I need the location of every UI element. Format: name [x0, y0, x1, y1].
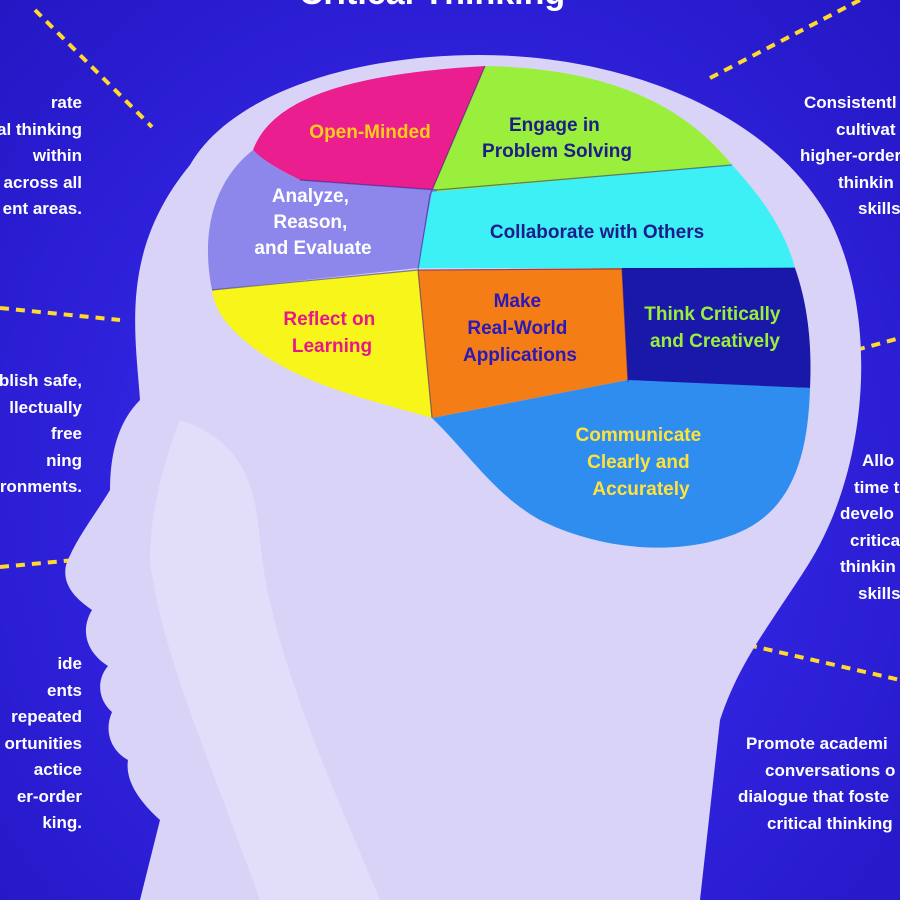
region-labels: Open-Minded Engage in Problem Solving An…: [254, 115, 785, 500]
right-text-1: Consistentl cultivat higher-order thinki…: [798, 90, 900, 223]
text-line: er-order: [16, 786, 82, 806]
label-collaborate: Collaborate with Others: [490, 222, 704, 243]
label-reflect: Reflect on Learning: [283, 309, 380, 357]
text-line: develo: [840, 504, 894, 523]
text-line: free: [50, 424, 82, 443]
text-line: Consistentl: [804, 93, 897, 112]
text-line: within: [32, 146, 82, 165]
left-text-1: rate al thinking within across all ent a…: [0, 90, 82, 223]
text-line: dialogue that foste: [738, 787, 890, 806]
text-line: al thinking: [0, 119, 82, 139]
region-collaborate: [418, 165, 795, 268]
right-text-3: Promote academi conversations o dialogue…: [736, 731, 895, 837]
text-line: king.: [42, 813, 82, 832]
text-line: conversations o: [765, 760, 896, 780]
label-engage: Engage in Problem Solving: [482, 115, 632, 162]
region-reflect: [212, 270, 432, 418]
text-line: Promote academi: [746, 734, 888, 753]
left-text-2: blish safe, llectually free ning ironmen…: [0, 368, 82, 501]
text-line: ide: [57, 654, 82, 673]
text-line: Allo: [862, 451, 895, 470]
text-line: skills: [858, 199, 900, 218]
text-line: actice: [33, 760, 82, 779]
text-line: thinkin: [840, 557, 896, 576]
text-line: ning: [46, 450, 82, 470]
text-line: time t: [854, 477, 900, 497]
text-line: higher-order: [800, 146, 900, 165]
brain-regions: [207, 65, 811, 548]
connector-line: [855, 336, 900, 352]
label-make: Make Real-World Applications: [463, 291, 577, 366]
text-line: across all: [3, 172, 82, 192]
text-line: rate: [50, 93, 82, 112]
connector-line: [747, 643, 900, 682]
text-line: ent areas.: [2, 199, 82, 218]
region-engage: [430, 66, 732, 195]
connector-line: [709, 0, 861, 80]
region-separators: [211, 65, 796, 419]
connector-line: [0, 558, 76, 569]
label-communicate: Communicate Clearly and Accurately: [576, 425, 707, 500]
title-text: Critical Thinking: [299, 0, 565, 12]
connector-line: [33, 8, 154, 129]
right-text-2: Allo time t develo critica thinkin skill…: [838, 448, 900, 607]
text-line: cultivat: [836, 119, 896, 139]
region-analyze: [207, 150, 437, 290]
text-line: repeated: [11, 707, 82, 726]
connector-line: [0, 306, 121, 322]
text-line: critica: [850, 530, 900, 550]
text-line: critical thinking: [767, 813, 893, 833]
text-line: blish safe,: [0, 371, 82, 390]
label-open-minded: Open-Minded: [309, 122, 430, 143]
label-analyze: Analyze, Reason, and Evaluate: [254, 186, 371, 259]
text-line: skills: [858, 583, 900, 603]
text-line: ortunities: [4, 733, 82, 753]
left-text-3: ide ents repeated ortunities actice er-o…: [5, 651, 82, 837]
region-communicate: [432, 380, 810, 548]
face-highlight: [150, 420, 380, 900]
text-line: thinkin: [838, 172, 894, 192]
region-think: [622, 268, 811, 388]
connector-lines: [0, 0, 900, 682]
text-line: ironments.: [0, 477, 82, 496]
text-line: ents: [47, 680, 82, 700]
label-think: Think Critically and Creatively: [644, 304, 785, 352]
region-make: [418, 268, 628, 418]
text-line: llectually: [9, 397, 82, 417]
region-open-minded: [253, 66, 485, 190]
